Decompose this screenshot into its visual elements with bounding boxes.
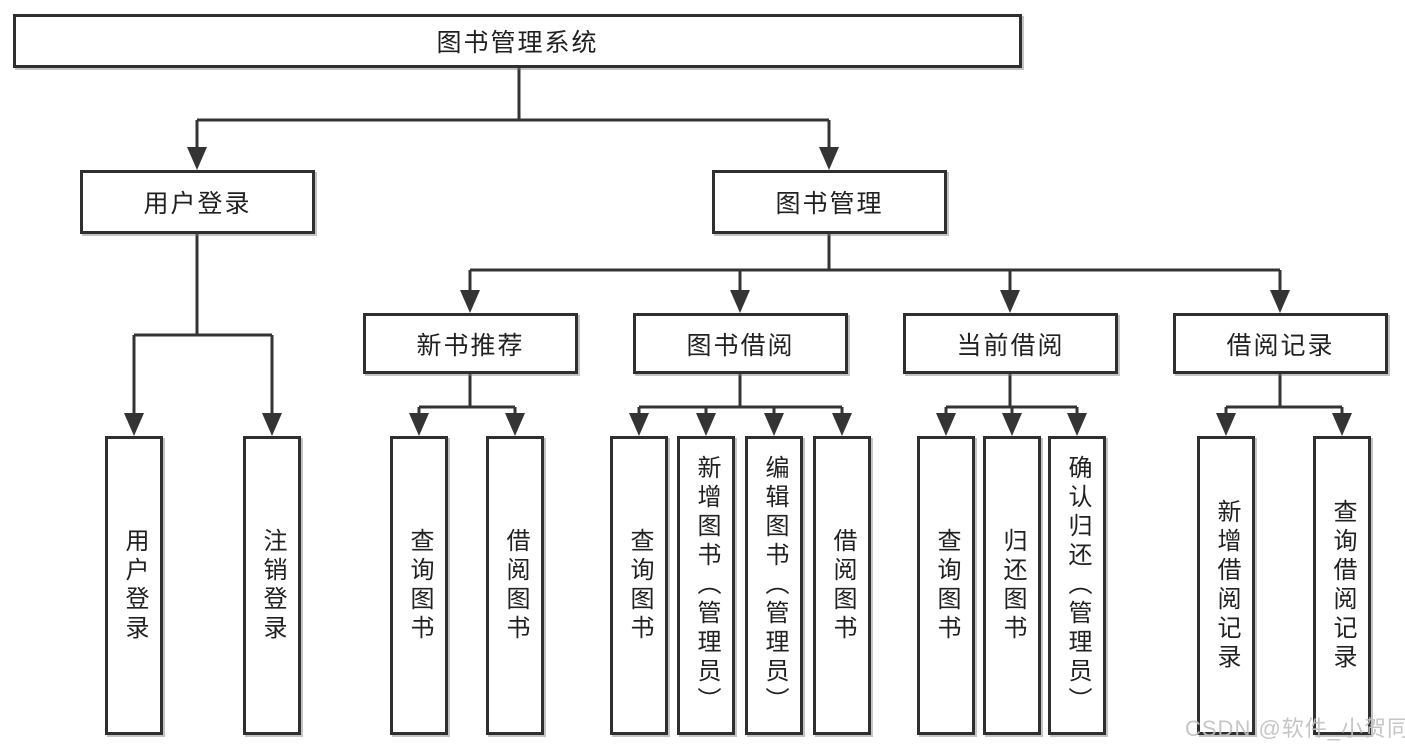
arrowhead [1270,290,1290,313]
csdn-watermark: CSDN @软件_小贺同学 [1185,716,1405,741]
arrowheads [124,147,1352,436]
connector-borrowing-to-leaves [637,374,844,416]
arrowhead [1067,413,1087,436]
leaf-confirm-return-admin: 确认归还（管理员） [1048,436,1106,735]
arrowhead [262,413,282,436]
connector-records-to-leaves [1224,374,1344,416]
leaf-borrow-books-2: 借阅图书 [813,436,871,735]
leaf-add-borrow-record-label: 新增借阅记录 [1213,498,1240,673]
node-book-management: 图书管理 [712,170,947,234]
node-book-management-system-label: 图书管理系统 [436,29,599,57]
arrowhead [764,413,784,436]
arrowhead [187,147,207,170]
leaf-query-books-3: 查询图书 [917,436,975,735]
arrowhead [460,290,480,313]
leaf-add-borrow-record: 新增借阅记录 [1197,436,1255,735]
arrowhead [1216,413,1236,436]
leaf-query-books-1: 查询图书 [390,436,448,735]
leaf-query-books-2: 查询图书 [610,436,668,735]
leaf-logout: 注销登录 [243,436,301,735]
leaf-add-books-admin-label: 新增图书（管理员） [693,455,720,716]
node-book-management-system: 图书管理系统 [13,14,1022,68]
leaf-borrow-books-1-label: 借阅图书 [502,527,529,644]
leaf-user-login: 用户登录 [105,436,163,735]
node-book-borrowing: 图书借阅 [633,313,848,374]
node-new-book-recommend: 新书推荐 [363,313,578,374]
node-user-login: 用户登录 [80,170,315,234]
leaf-query-books-3-label: 查询图书 [933,527,960,644]
connector-bookmgmt-to-level3 [468,234,1282,293]
node-new-book-recommend-label: 新书推荐 [416,331,525,360]
arrowhead [409,413,429,436]
leaf-return-books: 归还图书 [983,436,1041,735]
node-current-borrowing-label: 当前借阅 [956,331,1065,360]
node-book-borrowing-label: 图书借阅 [686,331,795,360]
leaf-borrow-books-2-label: 借阅图书 [829,527,856,644]
arrowhead [696,413,716,436]
arrowhead [505,413,525,436]
arrowhead [1332,413,1352,436]
leaf-return-books-label: 归还图书 [999,527,1026,644]
connector-root-to-level2 [195,68,831,150]
leaf-query-borrow-record: 查询借阅记录 [1313,436,1371,735]
leaf-edit-books-admin: 编辑图书（管理员） [745,436,803,735]
connector-newbook-to-leaves [417,374,517,416]
node-book-management-label: 图书管理 [775,190,884,218]
leaf-query-borrow-record-label: 查询借阅记录 [1329,498,1356,673]
arrowhead [1000,290,1020,313]
leaf-logout-label: 注销登录 [259,527,286,644]
connector-userlogin-to-leaves [132,234,274,416]
arrowhead [124,413,144,436]
arrowhead [832,413,852,436]
arrowhead [936,413,956,436]
leaf-query-books-2-label: 查询图书 [626,527,653,644]
leaf-edit-books-admin-label: 编辑图书（管理员） [761,455,788,716]
leaf-confirm-return-admin-label: 确认归还（管理员） [1064,455,1091,716]
leaf-query-books-1-label: 查询图书 [406,527,433,644]
leaf-add-books-admin: 新增图书（管理员） [677,436,735,735]
node-borrowing-records-label: 借阅记录 [1226,331,1335,360]
node-current-borrowing: 当前借阅 [903,313,1118,374]
leaf-user-login-label: 用户登录 [121,527,148,644]
connector-paths [132,68,1344,416]
arrowhead [629,413,649,436]
node-user-login-label: 用户登录 [143,190,252,218]
leaf-borrow-books-1: 借阅图书 [486,436,544,735]
arrowhead [730,290,750,313]
arrowhead [1002,413,1022,436]
connector-current-to-leaves [944,374,1079,416]
node-borrowing-records: 借阅记录 [1173,313,1388,374]
arrowhead [819,147,839,170]
